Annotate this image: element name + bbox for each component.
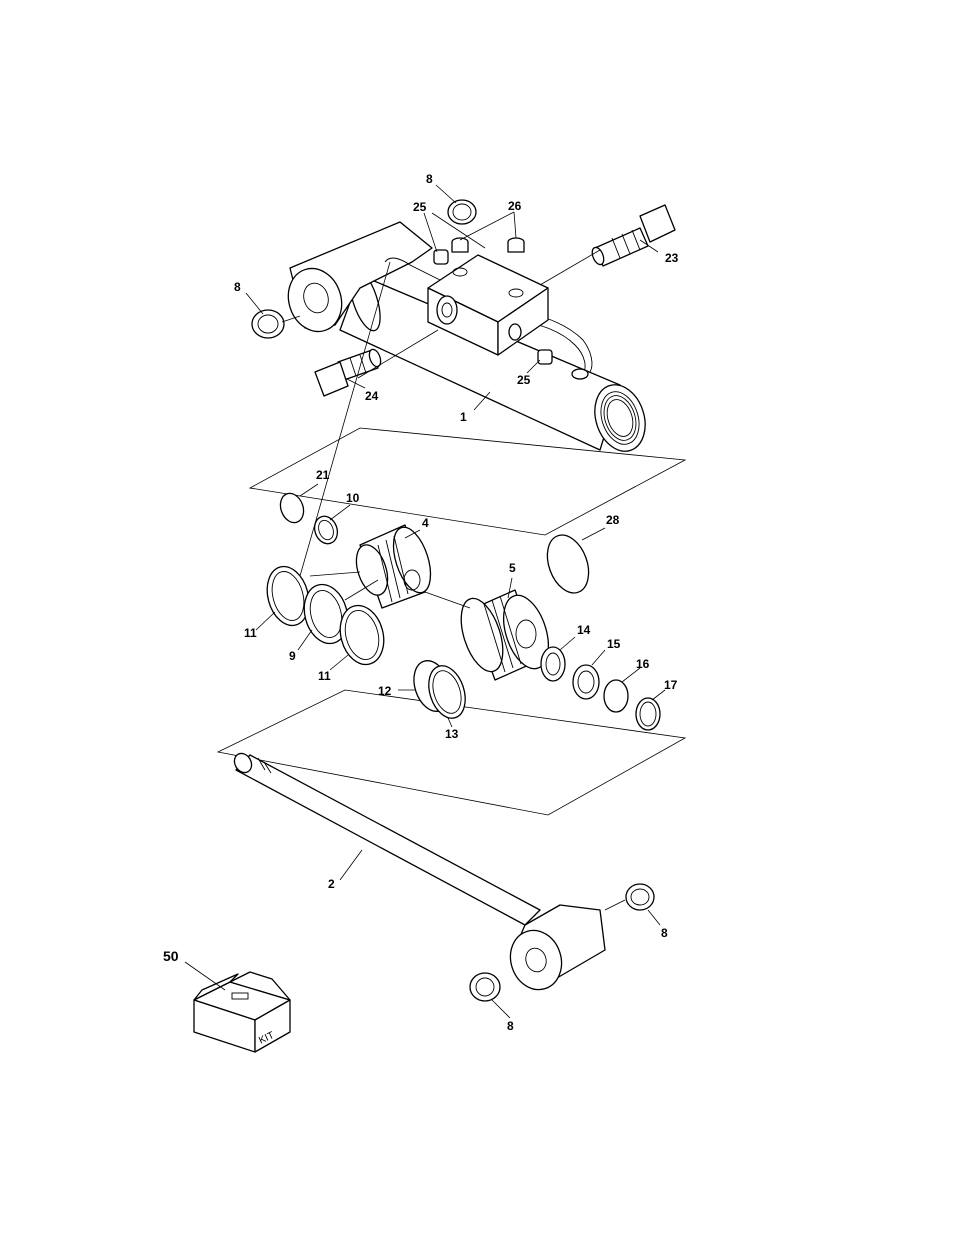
bushing-8-left: [252, 310, 284, 338]
bushing-8-top: [448, 200, 476, 224]
bushing-8-rod-right: [626, 884, 654, 910]
callout-50: 50: [163, 948, 179, 964]
callout-14: 14: [577, 623, 591, 637]
callout-8-top: 8: [426, 172, 433, 186]
fitting-23: [590, 205, 675, 266]
ring-17: [636, 698, 660, 730]
callout-16: 16: [636, 657, 650, 671]
o-ring-28: [540, 529, 596, 598]
piston-rod: [231, 750, 605, 996]
bushing-8-rod-left: [470, 973, 500, 1001]
callout-17: 17: [664, 678, 678, 692]
callout-8-rod-right: 8: [661, 926, 668, 940]
callout-13: 13: [445, 727, 459, 741]
callout-11-left: 11: [244, 626, 257, 640]
callout-24: 24: [365, 389, 379, 403]
plug-26-left: [452, 238, 468, 252]
seal-10: [311, 513, 341, 547]
callout-8-rod-left: 8: [507, 1019, 514, 1033]
nut-15: [573, 665, 599, 699]
callout-1: 1: [460, 410, 467, 424]
callout-25-bottom: 25: [517, 373, 531, 387]
plug-25-top: [434, 250, 448, 264]
callout-2: 2: [328, 877, 335, 891]
callout-28: 28: [606, 513, 620, 527]
callout-25-top: 25: [413, 200, 427, 214]
callout-21: 21: [316, 468, 330, 482]
callout-12: 12: [378, 684, 392, 698]
callout-8-left: 8: [234, 280, 241, 294]
callout-11-right: 11: [318, 669, 331, 683]
ring-14: [541, 647, 565, 681]
plug-25-bottom: [538, 350, 552, 364]
retaining-ring-21: [277, 490, 308, 526]
callout-15: 15: [607, 637, 621, 651]
callout-5: 5: [509, 561, 516, 575]
plug-26-right: [508, 238, 524, 252]
ring-16: [604, 680, 628, 712]
callout-10: 10: [346, 491, 360, 505]
callout-4: 4: [422, 516, 429, 530]
head-4: [351, 523, 438, 608]
callout-9: 9: [289, 649, 296, 663]
callout-23: 23: [665, 251, 679, 265]
callout-26: 26: [508, 199, 522, 213]
